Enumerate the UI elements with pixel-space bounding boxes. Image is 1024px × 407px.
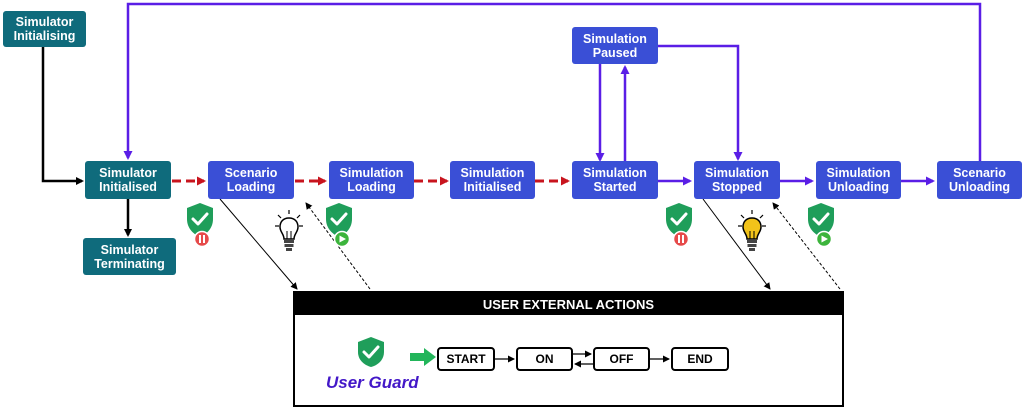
state-simulator-terminating: Simulator Terminating (83, 238, 176, 275)
shield-pause-icon (187, 203, 213, 248)
shield-play-icon (326, 203, 352, 248)
arrow-initialising-to-initialised (41, 47, 84, 185)
black-transitions (41, 47, 132, 237)
link-panel-to-stopped (772, 202, 841, 290)
state-scenario-unloading: Scenario Unloading (937, 161, 1022, 199)
green-arrow-icon (410, 348, 436, 366)
user-guard-label: User Guard (326, 373, 419, 392)
link-scenario-loading-to-panel (219, 198, 298, 290)
panel-step-arrows (495, 350, 670, 368)
action-start: START (437, 347, 495, 371)
user-guard-shield-icon (358, 337, 384, 367)
arrow-paused-to-stopped (658, 44, 743, 161)
state-scenario-loading: Scenario Loading (208, 161, 294, 199)
action-end: END (671, 347, 729, 371)
action-off: OFF (593, 347, 650, 371)
action-on: ON (516, 347, 573, 371)
state-simulation-stopped: Simulation Stopped (694, 161, 780, 199)
state-simulator-initialised: Simulator Initialised (85, 161, 171, 199)
arrow-scenario-unloading-to-initialised (123, 2, 982, 161)
state-simulation-unloading: Simulation Unloading (816, 161, 901, 199)
user-action-links (219, 198, 841, 290)
panel-title: USER EXTERNAL ACTIONS (295, 293, 842, 315)
shield-play-icon (808, 203, 834, 248)
state-simulator-initialising: Simulator Initialising (3, 11, 86, 47)
user-external-actions-panel: USER EXTERNAL ACTIONS User Guard START O… (293, 291, 844, 407)
lightbulb-off-icon (275, 210, 303, 251)
state-simulation-paused: Simulation Paused (572, 27, 658, 64)
state-simulation-loading: Simulation Loading (329, 161, 414, 199)
purple-transitions (123, 2, 982, 186)
state-simulation-started: Simulation Started (572, 161, 658, 199)
state-simulation-initialised: Simulation Initialised (450, 161, 535, 199)
link-stopped-to-panel (702, 198, 771, 290)
link-panel-to-scenario-loading (305, 202, 371, 290)
shield-pause-icon (666, 203, 692, 248)
lightbulb-on-icon (738, 210, 766, 251)
